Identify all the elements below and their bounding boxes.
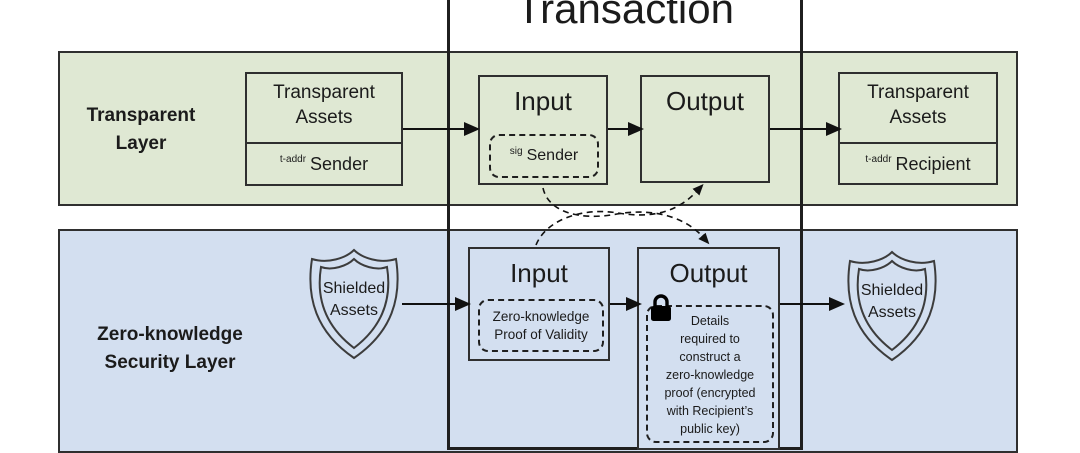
shield-icon [847,250,937,362]
recipient-address-row: t-addr Recipient [840,144,996,184]
shield-icon [309,248,399,360]
sig-sender-name: Sender [526,147,579,164]
sender-address-row: t-addr Sender [247,144,401,184]
shielded-output-title: Output [669,258,748,288]
recipient-name: Recipient [895,153,971,174]
transparent-assets-recipient-box: Transparent Assets t-addr Recipient [838,72,998,185]
shielded-input-title: Input [510,258,568,288]
encrypted-details-note: Details required to construct a zero-kno… [664,314,756,436]
transparent-assets-sender-box: Transparent Assets t-addr Sender [245,72,403,186]
encrypted-details-dashed-box: Details required to construct a zero-kno… [646,305,774,443]
transparent-input-box: Input sig Sender [478,75,608,185]
zk-proof-note: Zero-knowledge Proof of Validity [492,308,590,342]
shielded-assets-destination-label: Shielded Assets [860,282,924,321]
signature-dashed-box: sig Sender [489,134,599,178]
transparent-assets-recipient-title: Transparent Assets [840,74,996,144]
sig-label: sig [509,145,523,157]
transparent-assets-sender-title: Transparent Assets [247,74,401,144]
shielded-layer-label: Zero-knowledge Security Layer [97,324,243,373]
sender-name: Sender [310,153,369,174]
t-addr-label: t-addr [865,153,892,165]
zk-proof-dashed-box: Zero-knowledge Proof of Validity [478,299,604,352]
shielded-input-box: Input Zero-knowledge Proof of Validity [468,247,610,361]
transparent-output-title: Output [665,86,745,116]
transaction-frame [447,0,803,450]
transaction-title: Transaction [516,0,734,32]
shielded-output-box: Output Details required to construct a z… [637,247,780,450]
t-addr-label: t-addr [279,153,307,165]
shielded-assets-source-label: Shielded Assets [322,280,386,319]
transparent-layer-label: Transparent Layer [86,105,196,154]
shielded-assets-source: Shielded Assets [302,246,406,362]
shielded-assets-destination: Shielded Assets [840,248,944,364]
transparent-output-box: Output [640,75,770,183]
transparent-input-title: Input [514,86,572,116]
lock-icon [651,294,671,321]
